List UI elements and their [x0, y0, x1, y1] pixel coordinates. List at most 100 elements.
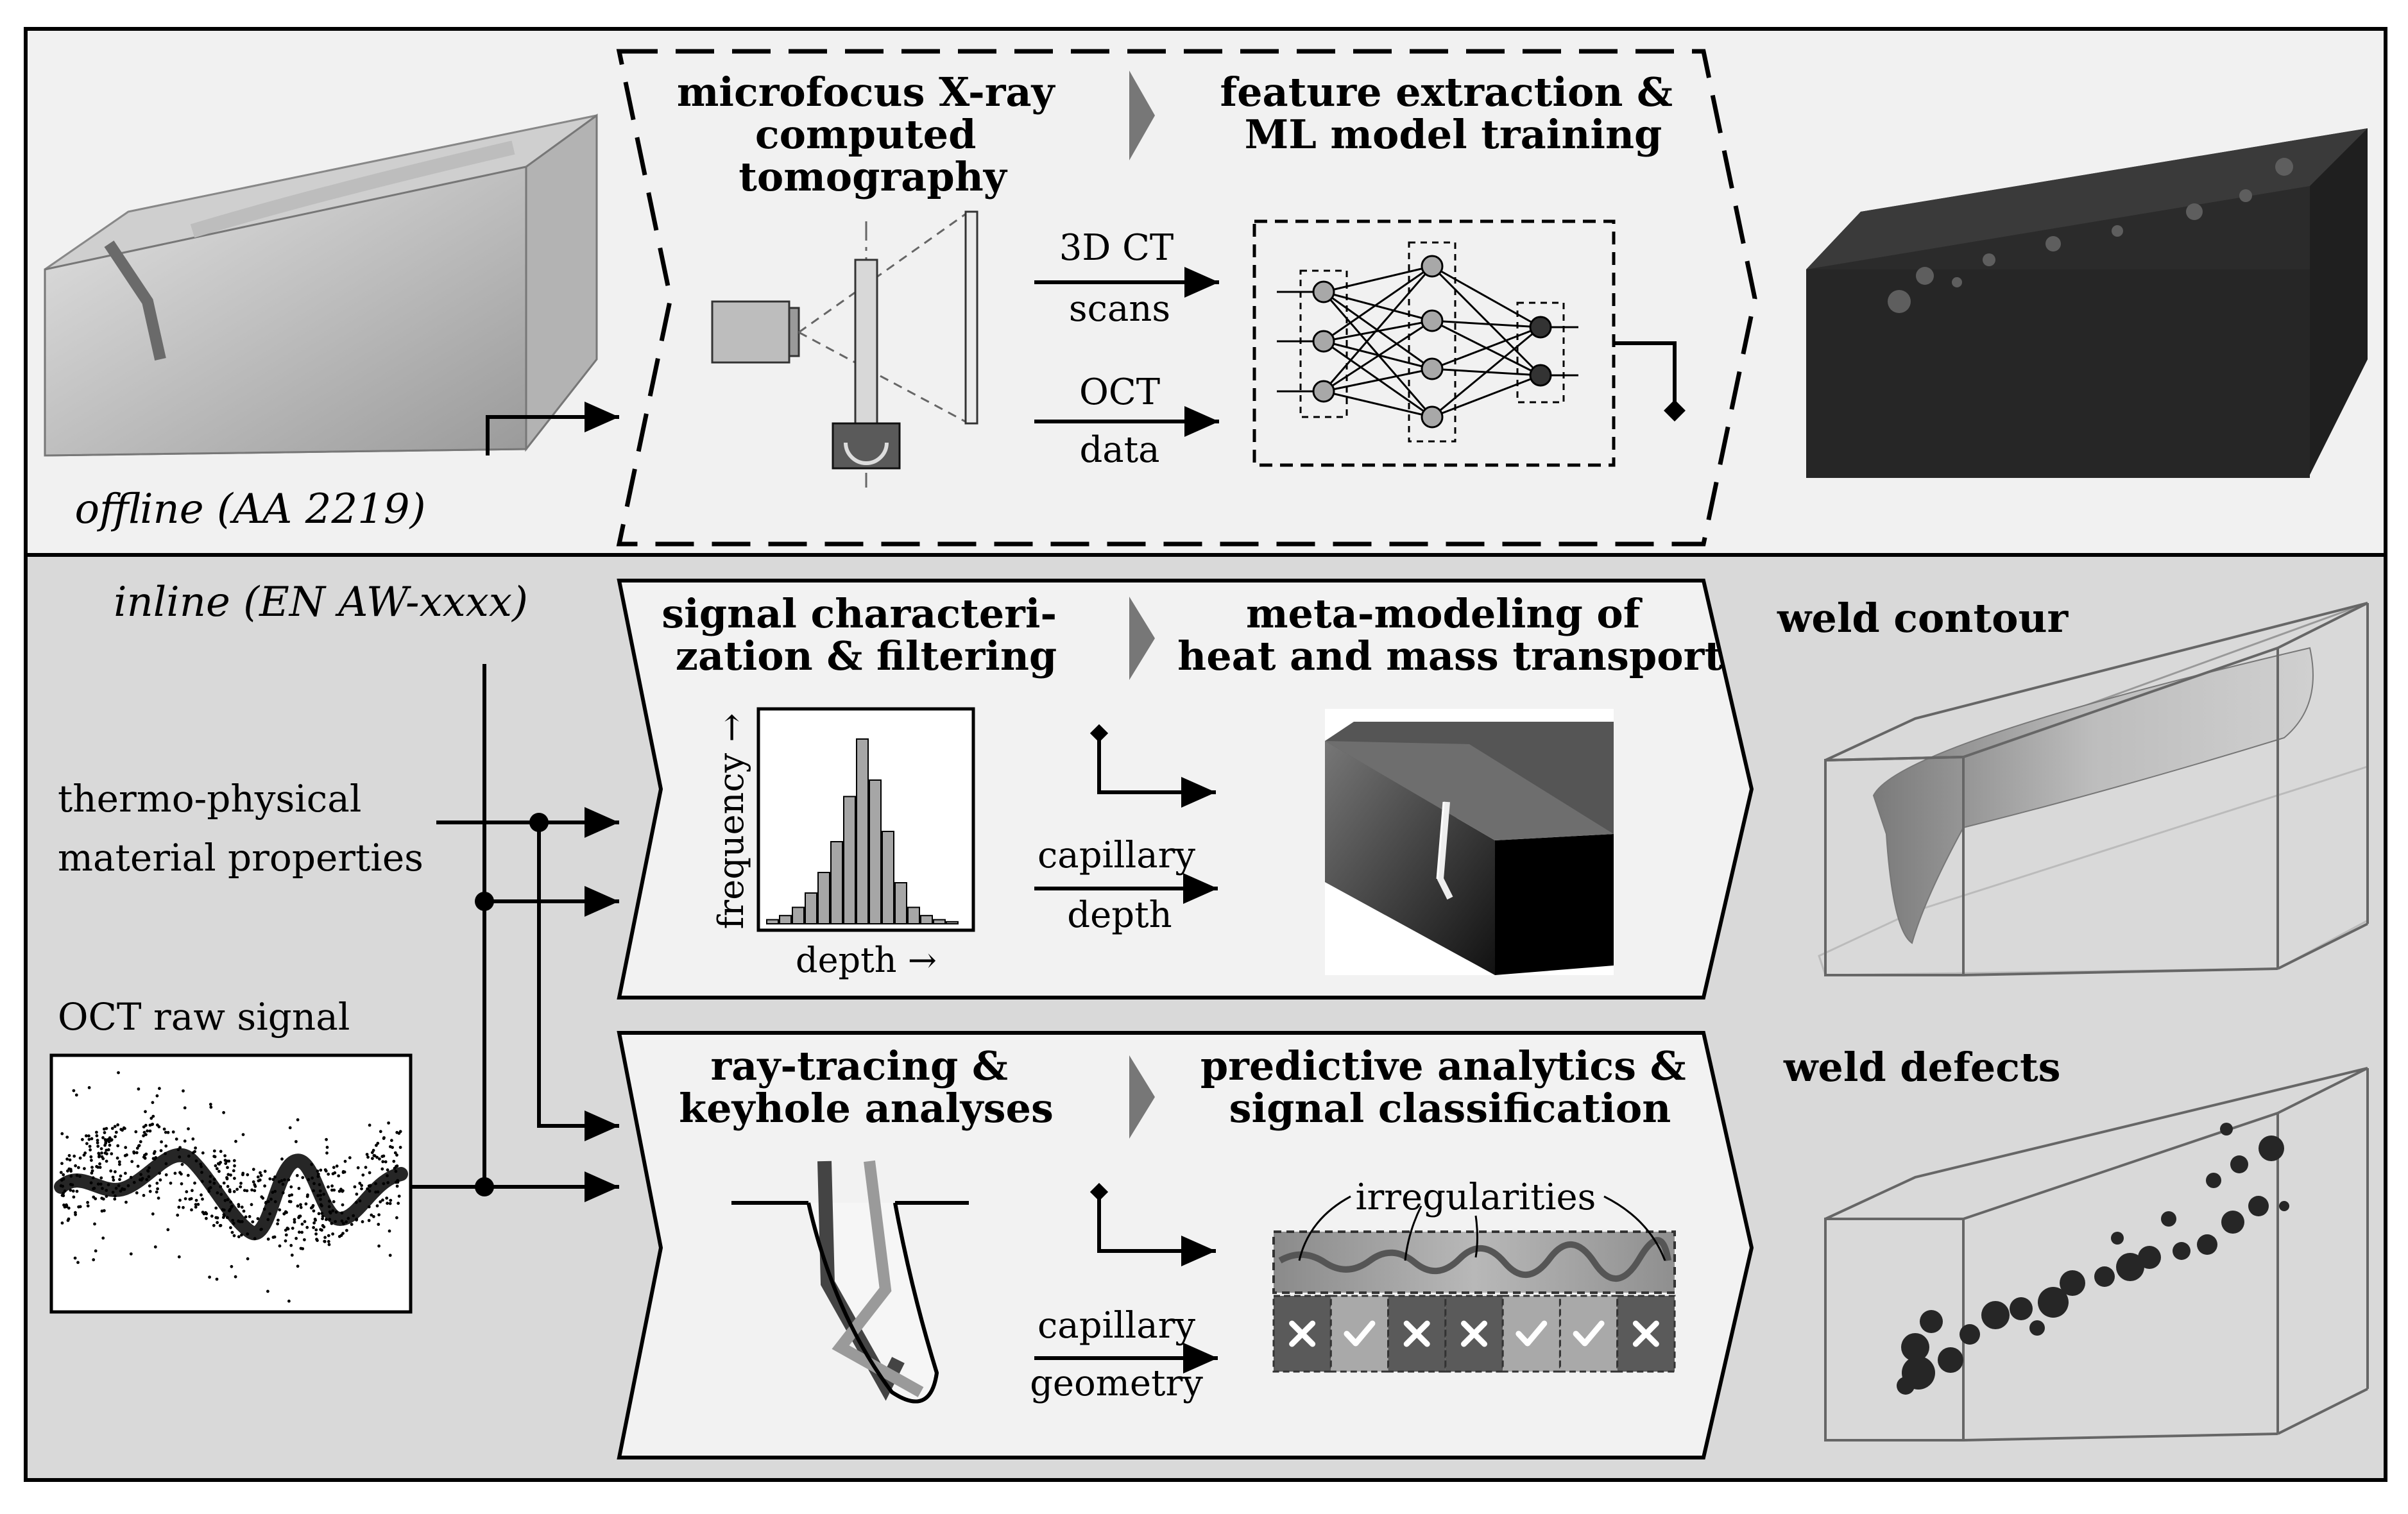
signal-dot	[253, 1184, 257, 1188]
signal-dot	[158, 1178, 162, 1182]
histogram-bar	[933, 919, 946, 924]
signal-dot	[263, 1184, 266, 1188]
signal-dot	[361, 1220, 364, 1223]
histogram-bar	[779, 915, 792, 924]
signal-dot	[68, 1158, 72, 1162]
signal-dot	[278, 1208, 282, 1212]
signal-dot	[327, 1172, 330, 1176]
signal-dot	[332, 1200, 336, 1204]
signal-dot	[331, 1232, 334, 1236]
signal-dot	[373, 1154, 377, 1158]
signal-dot	[124, 1200, 128, 1204]
signal-dot	[72, 1195, 76, 1199]
signal-dot	[386, 1168, 389, 1172]
signal-dot	[119, 1174, 123, 1178]
signal-dot	[114, 1135, 117, 1139]
stage-separator-chevron-row2	[1129, 1055, 1155, 1139]
signal-dot	[80, 1137, 84, 1141]
signal-dot	[240, 1205, 244, 1209]
signal-dot	[284, 1229, 287, 1232]
signal-dot	[377, 1213, 380, 1216]
signal-dot	[150, 1123, 154, 1127]
signal-dot	[239, 1182, 243, 1185]
signal-dot	[114, 1170, 117, 1173]
signal-dot	[77, 1166, 80, 1170]
signal-dot	[65, 1136, 69, 1139]
defect-pore	[2173, 1242, 2190, 1260]
defect-pore	[2279, 1201, 2289, 1211]
signal-dot	[100, 1151, 103, 1155]
signal-dot	[136, 1164, 140, 1168]
signal-dot	[76, 1261, 80, 1264]
signal-dot	[142, 1194, 146, 1197]
signal-dot	[74, 1211, 77, 1214]
signal-dot	[375, 1155, 379, 1159]
signal-dot	[395, 1184, 399, 1188]
arrow-label-oct: OCT	[1079, 371, 1160, 413]
signal-dot	[63, 1205, 67, 1209]
defect-pore	[2206, 1173, 2221, 1188]
signal-dot	[360, 1187, 363, 1191]
signal-dot	[366, 1155, 370, 1159]
signal-dot	[103, 1127, 106, 1131]
defect-pore	[2111, 1232, 2124, 1245]
signal-dot	[218, 1162, 221, 1166]
signal-dot	[252, 1168, 255, 1171]
signal-dot	[166, 1130, 170, 1134]
signal-dot	[287, 1299, 291, 1303]
signal-dot	[395, 1153, 398, 1157]
signal-dot	[233, 1177, 236, 1180]
signal-dot	[345, 1229, 348, 1232]
signal-dot	[325, 1146, 329, 1149]
signal-dot	[393, 1151, 397, 1155]
signal-dot	[259, 1173, 263, 1177]
row1-stage1-title: signal characteri- zation & filtering	[662, 590, 1070, 679]
signal-dot	[295, 1140, 298, 1143]
signal-dot	[232, 1190, 236, 1193]
signal-dot	[332, 1166, 336, 1170]
signal-dot	[185, 1190, 189, 1194]
signal-dot	[201, 1197, 204, 1201]
signal-dot	[118, 1162, 121, 1166]
histogram-bar	[894, 882, 907, 924]
output-weld-contour-label: weld contour	[1777, 595, 2069, 642]
stage-separator-chevron-offline	[1129, 71, 1155, 160]
signal-dot	[355, 1193, 359, 1196]
signal-dot	[151, 1114, 155, 1118]
signal-dot	[389, 1198, 393, 1202]
signal-dot	[395, 1164, 399, 1168]
signal-dot	[327, 1243, 331, 1246]
arrow-label-3d-ct: 3D CT	[1059, 227, 1174, 269]
signal-dot	[135, 1146, 139, 1150]
signal-dot	[157, 1125, 161, 1128]
signal-dot	[87, 1086, 91, 1089]
histogram-bar	[805, 892, 817, 924]
signal-dot	[209, 1103, 212, 1106]
signal-dot	[237, 1205, 241, 1208]
signal-dot	[222, 1181, 226, 1185]
signal-dot	[180, 1182, 184, 1186]
signal-dot	[381, 1198, 384, 1202]
signal-dot	[223, 1159, 227, 1162]
signal-dot	[290, 1254, 294, 1257]
signal-dot	[263, 1170, 267, 1173]
signal-dot	[229, 1173, 232, 1177]
signal-dot	[101, 1236, 105, 1240]
class-cell	[1558, 1295, 1619, 1373]
input-material-properties: thermo-physical material properties	[58, 777, 423, 880]
signal-dot	[169, 1181, 173, 1185]
x-icon	[1403, 1320, 1430, 1347]
signal-dot	[327, 1234, 330, 1238]
stage-separator-chevron-row1	[1129, 597, 1155, 680]
signal-dot	[153, 1245, 157, 1249]
defect-pore	[2060, 1270, 2085, 1296]
histogram-bar	[882, 831, 894, 924]
signal-dot	[137, 1087, 141, 1091]
signal-dot	[232, 1169, 235, 1173]
signal-dot	[287, 1194, 291, 1198]
signal-dot	[83, 1167, 86, 1170]
signal-dot	[327, 1185, 330, 1189]
signal-dot	[241, 1171, 245, 1175]
signal-dot	[377, 1223, 380, 1226]
signal-dot	[289, 1244, 293, 1247]
